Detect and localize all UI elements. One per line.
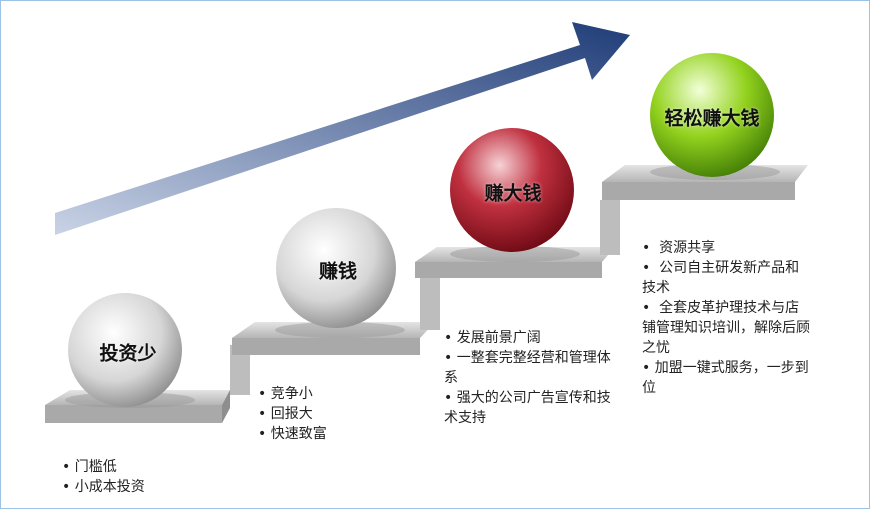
sphere-2: [276, 208, 396, 328]
step-4-bullets: • 资源共享 • 公司自主研发新产品和技术 • 全套皮革护理技术与店铺管理知识培…: [642, 240, 810, 396]
bullet: 竞争小: [270, 386, 313, 402]
bullet: 快速致富: [270, 426, 327, 442]
bullet: 加盟一键式服务，一步到位: [642, 360, 809, 396]
bullet: 发展前景广阔: [456, 330, 541, 346]
bullet: 资源共享: [659, 240, 716, 256]
step-2-bullets: • 竞争小 • 回报大 • 快速致富: [258, 386, 327, 442]
sphere-1: [68, 293, 182, 407]
bullet: 公司自主研发新产品和技术: [642, 260, 800, 296]
sphere-4: [650, 53, 774, 177]
bullet: 小成本投资: [74, 479, 145, 495]
step-3-title: 赚大钱: [484, 182, 542, 205]
step-4-title: 轻松赚大钱: [664, 107, 760, 130]
step-1-bullets: • 门槛低 • 小成本投资: [62, 459, 145, 495]
step-2-title: 赚钱: [318, 260, 358, 283]
bullet: 门槛低: [74, 459, 117, 475]
bullet: 一整套完整经营和管理体系: [444, 350, 611, 386]
bullet: 回报大: [270, 406, 313, 422]
going-up-arrow: [55, 22, 630, 235]
step-1-title: 投资少: [99, 342, 157, 365]
bullet: 强大的公司广告宣传和技术支持: [444, 390, 611, 426]
step-3-bullets: • 发展前景广阔 • 一整套完整经营和管理体系 • 强大的公司广告宣传和技术支持: [444, 330, 611, 426]
bullet: 全套皮革护理技术与店铺管理知识培训，解除后顾之忧: [642, 300, 810, 356]
sphere-3: [450, 128, 574, 252]
